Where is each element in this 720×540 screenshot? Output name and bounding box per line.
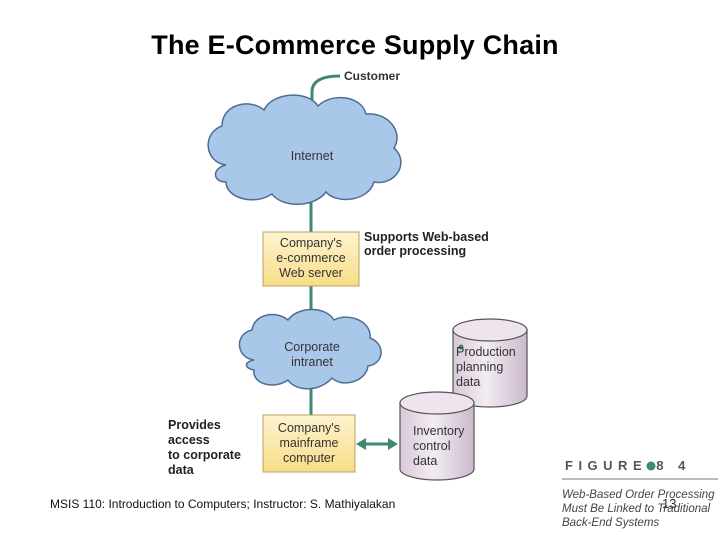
- inventory-database-icon: [399, 391, 475, 481]
- production-bullet-icon: [458, 344, 464, 350]
- customer-label: Customer: [344, 69, 401, 83]
- mainframe-label: Company's mainframe computer: [263, 421, 355, 466]
- inventory-line-1: Inventory: [413, 424, 465, 438]
- figure-caption-line-1: Web-Based Order Processing: [562, 489, 715, 501]
- figure-caption-line-3: Back-End Systems: [562, 517, 660, 529]
- mainframe-box: [262, 414, 356, 473]
- inventory-database-label: Inventory control data: [413, 424, 464, 469]
- web-server-note-line-1: Supports Web-based: [364, 230, 489, 244]
- mainframe-note-line-4: data: [168, 463, 194, 477]
- slide-title: The E-Commerce Supply Chain: [151, 30, 559, 60]
- mainframe-note: Provides access to corporate data: [168, 418, 241, 478]
- web-server-line-2: e-commerce: [276, 251, 346, 265]
- mainframe-line-3: computer: [282, 451, 336, 465]
- figure-caption: Web-Based Order Processing Must Be Linke…: [562, 488, 720, 530]
- mainframe-note-line-1: Provides: [168, 418, 221, 432]
- customer-connector: [310, 74, 341, 112]
- production-database-icon: [452, 318, 528, 408]
- mainframe-note-line-3: to corporate: [168, 448, 241, 462]
- page-number: 13: [662, 496, 677, 511]
- intranet-cloud-icon: [238, 308, 382, 390]
- slide-footer: MSIS 110: Introduction to Computers; Ins…: [50, 497, 396, 511]
- intranet-line-1: Corporate: [284, 340, 340, 354]
- inventory-line-2: control: [413, 439, 451, 453]
- figure-bullet-icon: [646, 461, 656, 471]
- internet-label: Internet: [290, 149, 334, 163]
- figure-label: FIGURE 8 4: [565, 458, 691, 473]
- intranet-line-2: intranet: [291, 355, 333, 369]
- web-server-note: Supports Web-based order processing: [364, 230, 489, 258]
- production-line-2: planning: [456, 360, 504, 374]
- web-server-box: [262, 231, 360, 287]
- web-server-note-line-2: order processing: [364, 244, 467, 258]
- mainframe-line-1: Company's: [277, 421, 341, 435]
- web-server-line-3: Web server: [279, 266, 343, 280]
- web-server-line-1: Company's: [279, 236, 343, 250]
- mainframe-line-2: mainframe: [279, 436, 339, 450]
- inventory-line-3: data: [413, 454, 438, 468]
- figure-caption-line-2: Must Be Linked to Traditional: [562, 503, 711, 515]
- double-arrow-icon: [356, 438, 398, 450]
- mainframe-note-line-2: access: [168, 433, 210, 447]
- intranet-label: Corporate intranet: [262, 340, 362, 370]
- internet-cloud-icon: [207, 94, 402, 205]
- production-line-3: data: [456, 375, 481, 389]
- production-database-label: Production planning data: [456, 345, 516, 390]
- web-server-label: Company's e-commerce Web server: [263, 236, 359, 281]
- production-line-1: Production: [456, 345, 516, 359]
